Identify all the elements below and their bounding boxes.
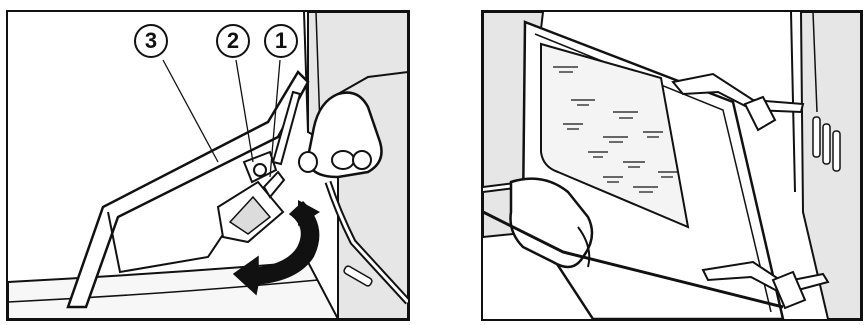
hinge-pivot xyxy=(254,164,266,176)
vent-slot xyxy=(813,117,820,157)
hand-knuckle xyxy=(353,151,371,169)
leader-line-3 xyxy=(163,60,218,162)
hinge-detail-drawing xyxy=(8,12,408,319)
door-removal-drawing xyxy=(483,12,861,319)
wall-edge-line xyxy=(791,12,795,192)
vent-slot xyxy=(833,131,840,171)
callout-3: 3 xyxy=(134,24,168,58)
hand-knuckle xyxy=(332,151,354,169)
hand-fingertip xyxy=(299,152,317,172)
locking-lever xyxy=(264,172,284,197)
figure-door-removal xyxy=(481,10,863,321)
callout-1: 1 xyxy=(264,24,298,58)
oven-side-wall xyxy=(801,12,861,319)
vent-slot xyxy=(823,124,830,164)
callout-2: 2 xyxy=(216,24,250,58)
figure-hinge-detail: 3 2 1 xyxy=(6,10,410,321)
